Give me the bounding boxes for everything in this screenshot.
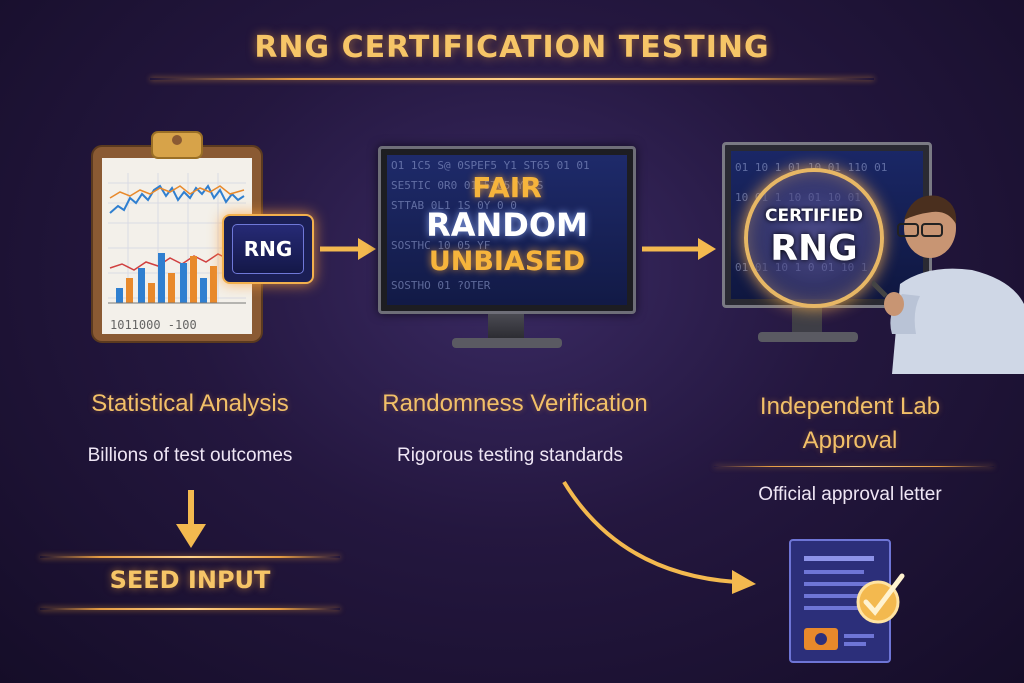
step3-caption-line1: Independent Lab (759, 393, 941, 420)
certified-seal: CERTIFIED RNG (744, 168, 884, 308)
step2-subtitle: Rigorous testing standards (396, 445, 623, 466)
seal-main-text: RNG (770, 228, 858, 269)
screen-word-unbiased: UNBIASED (428, 246, 586, 277)
step3-divider (714, 466, 994, 467)
step3-caption-line2: Approval (802, 427, 898, 454)
arrow-right-icon (320, 238, 376, 260)
verification-monitor: O1 1C5 S@ 0SPEF5 Y1 ST65 01 01 SE5TIC 0R… (378, 146, 636, 314)
arrow-down-icon (176, 490, 206, 548)
page-title: RNG CERTIFICATION TESTING (254, 30, 770, 65)
title-divider (150, 78, 874, 80)
screen-word-random: RANDOM (426, 206, 588, 244)
chip-label: RNG (243, 237, 293, 261)
seed-bottom-rule (40, 608, 340, 610)
seed-input-label: SEED INPUT (109, 566, 271, 594)
step2-caption: Randomness Verification (382, 390, 648, 417)
monitor-neck (488, 314, 524, 340)
step3-subtitle: Official approval letter (758, 484, 942, 505)
step3-caption: Independent Lab Approval (700, 390, 1000, 458)
lab-technician-figure (872, 195, 1024, 374)
monitor-base (452, 338, 562, 348)
arrow-right-icon-2 (642, 238, 716, 260)
approval-letter-icon (789, 539, 905, 663)
curved-arrow-icon (562, 480, 756, 594)
rng-chip: RNG (222, 214, 314, 284)
seed-top-rule (40, 556, 340, 558)
step1-subtitle: Billions of test outcomes (87, 445, 293, 466)
seal-top-text: CERTIFIED (765, 206, 863, 226)
step1-caption: Statistical Analysis (91, 390, 289, 417)
lab-monitor-neck (792, 308, 822, 334)
lab-monitor-base (758, 332, 858, 342)
binary-readout: 1011000 -100 (110, 318, 197, 332)
screen-word-fair: FAIR (472, 171, 542, 204)
